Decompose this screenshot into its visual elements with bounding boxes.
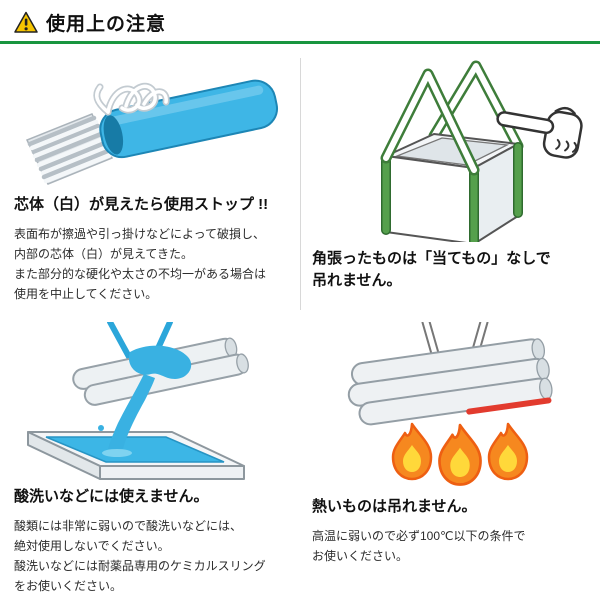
page-title: 使用上の注意 xyxy=(46,14,167,35)
section-core-visible: 芯体（白）が見えたら使用ストップ !! 表面布が擦過や引っ掛けなどによって破損し… xyxy=(14,52,288,304)
container-bag-illustration xyxy=(380,60,583,242)
section-no-heat: 熱いものは吊れません。 高温に弱いので必ず100℃以下の条件で お使いください。 xyxy=(312,322,586,566)
damaged-sling-illustration xyxy=(25,79,278,185)
section-title: 熱いものは吊れません。 xyxy=(312,498,477,515)
section-title: 角張ったものは「当てもの」なしで 吊れません。 xyxy=(312,250,551,289)
hot-load-illustration xyxy=(347,322,553,486)
section-sharp-edges: 角張ったものは「当てもの」なしで 吊れません。 xyxy=(312,52,586,300)
header-underline xyxy=(0,41,600,44)
section-body: 表面布が擦過や引っ掛けなどによって破損し、 内部の芯体（白）が見えてきた。 また… xyxy=(14,226,267,302)
acid-bath-illustration xyxy=(27,322,249,480)
section-body: 高温に弱いので必ず100℃以下の条件で お使いください。 xyxy=(312,528,526,563)
section-title: 酸洗いなどには使えません。 xyxy=(14,488,209,505)
section-divider xyxy=(300,58,301,310)
section-no-acid: 酸洗いなどには使えません。 酸類には非常に弱いので酸洗いなどには、 絶対使用しな… xyxy=(14,322,296,596)
header: 使用上の注意 xyxy=(14,9,166,36)
pointing-hand-icon xyxy=(496,106,583,159)
warning-triangle-icon xyxy=(14,11,38,33)
section-body: 酸類には非常に弱いので酸洗いなどには、 絶対使用しないでください。 酸洗いなどに… xyxy=(14,518,266,594)
section-title: 芯体（白）が見えたら使用ストップ !! xyxy=(14,196,269,213)
